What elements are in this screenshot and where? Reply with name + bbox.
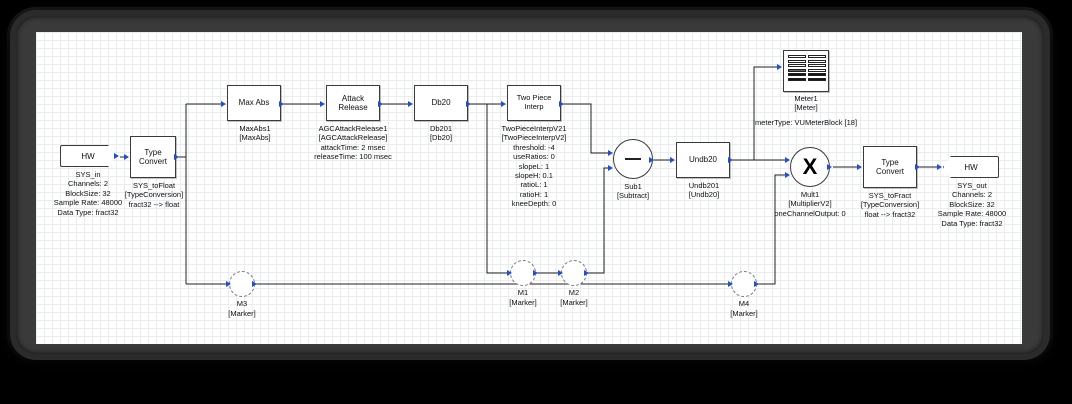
m1-marker-shape[interactable] [510,260,536,286]
vu-seg [788,64,806,67]
wire-db20-to-m1 [486,104,509,274]
m3-output-port[interactable] [252,280,257,287]
vu-meter-column-left [788,55,806,89]
sys-tofloat-block[interactable]: Type Convert [130,136,176,178]
maxabs1-output-port[interactable] [279,100,284,107]
m4-input-port[interactable] [728,280,733,287]
mult1-input-port-a[interactable] [785,156,790,163]
vu-meter-icon [784,51,830,93]
sys-tofloat-title: Type Convert [138,147,167,166]
wire-m4-to-mult [757,174,787,285]
maxabs1-input-port[interactable] [221,100,226,107]
sys-out-block[interactable]: HW [943,156,999,178]
vu-seg [808,77,826,81]
vu-seg [808,59,826,63]
m3-input-port[interactable] [226,280,231,287]
undb201-block[interactable]: Undb20 [676,142,730,178]
m1-input-port[interactable] [507,269,512,276]
sys-in-output-port[interactable] [114,152,119,159]
twopieceinterpv21-title: Two Piece Interp [516,93,552,111]
vu-seg [788,59,806,63]
db201-input-port[interactable] [408,100,413,107]
agcattackrelease1-block[interactable]: Attack Release [326,85,380,121]
vu-seg [808,55,826,58]
vu-seg [788,68,806,72]
vu-seg [808,68,826,72]
wire-layer [120,66,940,285]
vu-seg [808,73,826,76]
agcattackrelease1-output-port[interactable] [378,100,383,107]
sub1-input-port-a[interactable] [608,149,613,156]
sys-in-title: HW [81,151,95,161]
m2-output-port[interactable] [584,269,589,276]
mult1-block[interactable]: X [790,147,830,187]
m4-output-port[interactable] [754,280,759,287]
db201-block[interactable]: Db20 [414,85,468,121]
sys-tofract-block[interactable]: Type Convert [863,146,917,188]
multiply-icon: X [802,154,818,179]
vu-meter-column-right [808,55,826,89]
minus-icon [625,158,641,160]
sys-in-block[interactable]: HW [60,145,116,167]
meter1-block[interactable] [783,50,829,92]
undb201-title: Undb20 [688,155,718,165]
sys-tofloat-input-port[interactable] [124,153,129,160]
twopieceinterpv21-block[interactable]: Two Piece Interp [507,85,561,121]
sys-out-title: HW [964,162,978,172]
sys-out-input-port[interactable] [937,163,942,170]
mult1-output-port[interactable] [827,163,832,170]
sys-tofract-output-port[interactable] [915,163,920,170]
sub1-input-port-b[interactable] [608,164,613,171]
mult1-input-port-b[interactable] [785,171,790,178]
m1-output-port[interactable] [533,269,538,276]
maxabs1-block[interactable]: Max Abs [227,85,281,121]
vu-seg [788,55,806,58]
maxabs1-title: Max Abs [238,98,270,108]
undb201-output-port[interactable] [728,156,733,163]
block-diagram-canvas[interactable]: HW SYS_in Channels: 2 BlockSize: 32 Samp… [36,32,1022,344]
sys-tofloat-output-port[interactable] [174,153,179,160]
vu-seg [788,77,806,81]
sys-tofract-title: Type Convert [875,157,904,176]
db201-output-port[interactable] [466,100,471,107]
meter1-input-port[interactable] [777,63,782,70]
twopieceinterpv21-input-port[interactable] [501,100,506,107]
sub1-output-port[interactable] [649,156,654,163]
vu-seg [808,64,826,67]
wire-twopiece-to-sub1-a [561,103,610,154]
wire-m2-to-sub1-b [587,167,610,274]
db201-title: Db20 [431,98,451,108]
wire-to-meter [753,66,780,160]
undb201-input-port[interactable] [670,156,675,163]
vu-seg [788,73,806,76]
m2-input-port[interactable] [558,269,563,276]
agcattackrelease1-title: Attack Release [338,93,368,112]
sys-tofract-input-port[interactable] [857,163,862,170]
twopieceinterpv21-output-port[interactable] [559,100,564,107]
sub1-block[interactable] [613,139,653,179]
agcattackrelease1-input-port[interactable] [320,100,325,107]
